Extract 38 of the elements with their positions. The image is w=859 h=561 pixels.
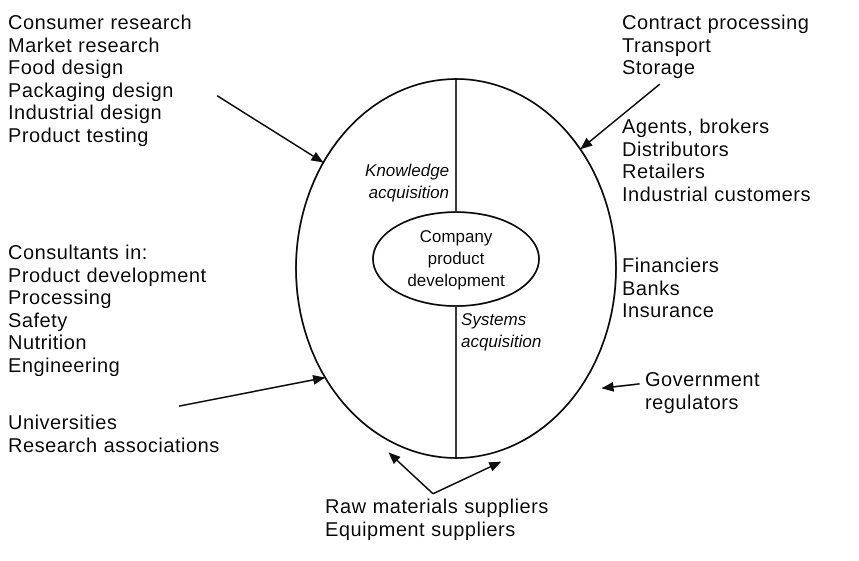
list-item: Raw materials suppliers: [325, 496, 549, 518]
arrow: [216, 95, 324, 163]
list-item: Government regulators: [645, 369, 762, 414]
arrow: [388, 452, 434, 494]
list-item: Product testing: [8, 124, 149, 147]
list-item: Contract processing: [622, 12, 810, 34]
arrow: [432, 461, 502, 494]
section-label: Knowledge acquisition: [365, 160, 449, 204]
list-item: Engineering: [8, 354, 120, 377]
arrow: [602, 382, 640, 392]
center-label: Company product development: [406, 226, 506, 292]
list-item: Insurance: [622, 300, 714, 322]
section-label: Systems acquisition: [461, 309, 542, 353]
arrow: [178, 374, 326, 407]
divider-line: [455, 307, 457, 459]
divider-line: [455, 78, 457, 211]
list-item: Processing: [8, 287, 112, 310]
list-item: Market research: [8, 34, 160, 57]
list-item: Food design: [8, 57, 124, 80]
list-item: Financiers: [622, 255, 720, 278]
list-item: Consumer research: [8, 12, 192, 34]
list-item: Storage: [622, 57, 696, 80]
list-item: Distributors: [622, 138, 730, 161]
list-item: Consultants in:: [8, 242, 148, 264]
list-item: Research associations: [8, 434, 220, 457]
list-item: Agents, brokers: [622, 116, 770, 138]
list-item: Equipment suppliers: [325, 518, 516, 541]
list-item: Banks: [622, 278, 680, 300]
list-item: Industrial design: [8, 102, 162, 124]
list-item: Packaging design: [8, 80, 174, 102]
list-item: Safety: [8, 310, 68, 332]
list-item: Industrial customers: [622, 184, 811, 206]
list-item: Universities: [8, 412, 118, 434]
list-item: Transport: [622, 34, 712, 57]
arrow: [580, 83, 660, 150]
list-item: Nutrition: [8, 332, 87, 354]
list-item: Product development: [8, 264, 207, 287]
list-item: Retailers: [622, 161, 706, 184]
